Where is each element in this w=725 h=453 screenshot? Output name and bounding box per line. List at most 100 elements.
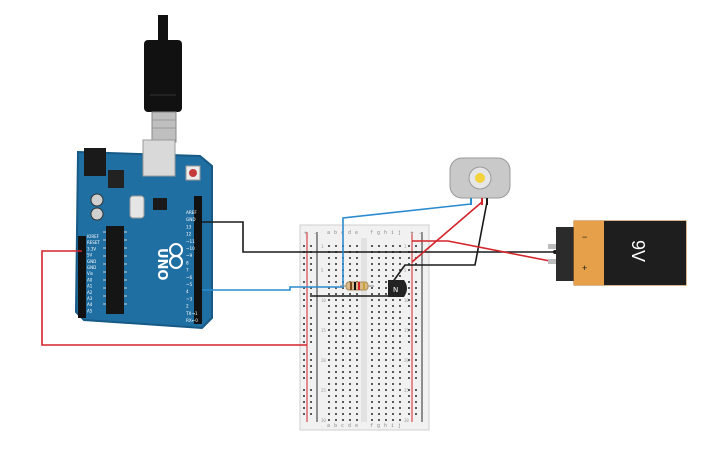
breadboard-hole[interactable]: [392, 263, 394, 265]
breadboard-hole[interactable]: [378, 287, 380, 289]
breadboard-hole[interactable]: [399, 257, 401, 259]
breadboard-hole[interactable]: [371, 293, 373, 295]
breadboard-hole[interactable]: [392, 335, 394, 337]
breadboard-hole[interactable]: [342, 353, 344, 355]
breadboard-hole[interactable]: [349, 299, 351, 301]
breadboard-hole[interactable]: [371, 389, 373, 391]
rail-hole[interactable]: [415, 305, 417, 307]
breadboard-hole[interactable]: [335, 335, 337, 337]
breadboard-hole[interactable]: [335, 359, 337, 361]
rail-hole[interactable]: [415, 293, 417, 295]
breadboard-hole[interactable]: [378, 299, 380, 301]
breadboard-hole[interactable]: [342, 347, 344, 349]
breadboard-hole[interactable]: [399, 275, 401, 277]
breadboard-hole[interactable]: [392, 311, 394, 313]
breadboard-hole[interactable]: [349, 401, 351, 403]
breadboard-hole[interactable]: [328, 245, 330, 247]
breadboard-hole[interactable]: [378, 371, 380, 373]
breadboard-hole[interactable]: [349, 419, 351, 421]
breadboard-hole[interactable]: [335, 317, 337, 319]
breadboard-hole[interactable]: [385, 413, 387, 415]
breadboard-hole[interactable]: [371, 263, 373, 265]
breadboard-hole[interactable]: [356, 293, 358, 295]
breadboard-hole[interactable]: [349, 335, 351, 337]
rail-hole[interactable]: [303, 359, 305, 361]
breadboard-hole[interactable]: [356, 413, 358, 415]
breadboard-hole[interactable]: [392, 275, 394, 277]
rail-hole[interactable]: [408, 245, 410, 247]
breadboard-hole[interactable]: [392, 299, 394, 301]
breadboard-hole[interactable]: [328, 401, 330, 403]
rail-hole[interactable]: [408, 299, 410, 301]
rail-hole[interactable]: [415, 341, 417, 343]
rail-hole[interactable]: [303, 377, 305, 379]
breadboard-hole[interactable]: [392, 269, 394, 271]
breadboard-hole[interactable]: [371, 347, 373, 349]
breadboard-hole[interactable]: [349, 389, 351, 391]
breadboard-hole[interactable]: [392, 371, 394, 373]
breadboard-hole[interactable]: [328, 359, 330, 361]
rail-hole[interactable]: [415, 413, 417, 415]
breadboard-hole[interactable]: [335, 293, 337, 295]
rail-hole[interactable]: [310, 353, 312, 355]
breadboard-hole[interactable]: [371, 329, 373, 331]
resistor[interactable]: [340, 281, 374, 291]
breadboard-hole[interactable]: [342, 383, 344, 385]
rail-hole[interactable]: [408, 341, 410, 343]
rail-hole[interactable]: [408, 359, 410, 361]
breadboard-hole[interactable]: [328, 353, 330, 355]
breadboard-hole[interactable]: [378, 293, 380, 295]
breadboard-hole[interactable]: [399, 245, 401, 247]
breadboard-hole[interactable]: [335, 419, 337, 421]
breadboard-hole[interactable]: [378, 353, 380, 355]
rail-hole[interactable]: [310, 395, 312, 397]
rail-hole[interactable]: [310, 377, 312, 379]
breadboard-hole[interactable]: [342, 371, 344, 373]
breadboard-hole[interactable]: [349, 305, 351, 307]
breadboard-hole[interactable]: [385, 407, 387, 409]
breadboard-hole[interactable]: [328, 395, 330, 397]
rail-hole[interactable]: [310, 329, 312, 331]
breadboard-hole[interactable]: [399, 347, 401, 349]
breadboard-hole[interactable]: [385, 347, 387, 349]
breadboard-hole[interactable]: [342, 323, 344, 325]
breadboard-hole[interactable]: [392, 419, 394, 421]
breadboard-hole[interactable]: [371, 317, 373, 319]
breadboard-hole[interactable]: [371, 395, 373, 397]
breadboard-hole[interactable]: [378, 341, 380, 343]
breadboard-hole[interactable]: [399, 341, 401, 343]
breadboard-hole[interactable]: [342, 341, 344, 343]
rail-hole[interactable]: [303, 341, 305, 343]
breadboard-hole[interactable]: [356, 317, 358, 319]
rail-hole[interactable]: [310, 371, 312, 373]
rail-hole[interactable]: [310, 365, 312, 367]
breadboard-hole[interactable]: [392, 401, 394, 403]
breadboard-hole[interactable]: [328, 383, 330, 385]
breadboard-hole[interactable]: [371, 359, 373, 361]
breadboard-hole[interactable]: [356, 395, 358, 397]
breadboard-hole[interactable]: [342, 395, 344, 397]
breadboard-hole[interactable]: [371, 419, 373, 421]
breadboard-hole[interactable]: [335, 341, 337, 343]
breadboard-hole[interactable]: [328, 377, 330, 379]
breadboard-hole[interactable]: [378, 347, 380, 349]
breadboard-hole[interactable]: [328, 371, 330, 373]
breadboard-hole[interactable]: [335, 395, 337, 397]
breadboard-hole[interactable]: [378, 389, 380, 391]
breadboard-hole[interactable]: [335, 275, 337, 277]
breadboard-hole[interactable]: [356, 377, 358, 379]
breadboard-hole[interactable]: [356, 257, 358, 259]
breadboard-hole[interactable]: [385, 353, 387, 355]
breadboard-hole[interactable]: [335, 263, 337, 265]
rail-hole[interactable]: [415, 323, 417, 325]
rail-hole[interactable]: [408, 365, 410, 367]
breadboard-hole[interactable]: [335, 383, 337, 385]
breadboard-hole[interactable]: [335, 389, 337, 391]
breadboard-hole[interactable]: [328, 419, 330, 421]
breadboard-hole[interactable]: [371, 383, 373, 385]
breadboard-hole[interactable]: [349, 371, 351, 373]
breadboard-hole[interactable]: [385, 263, 387, 265]
breadboard-hole[interactable]: [328, 269, 330, 271]
breadboard-hole[interactable]: [328, 311, 330, 313]
rail-hole[interactable]: [303, 323, 305, 325]
